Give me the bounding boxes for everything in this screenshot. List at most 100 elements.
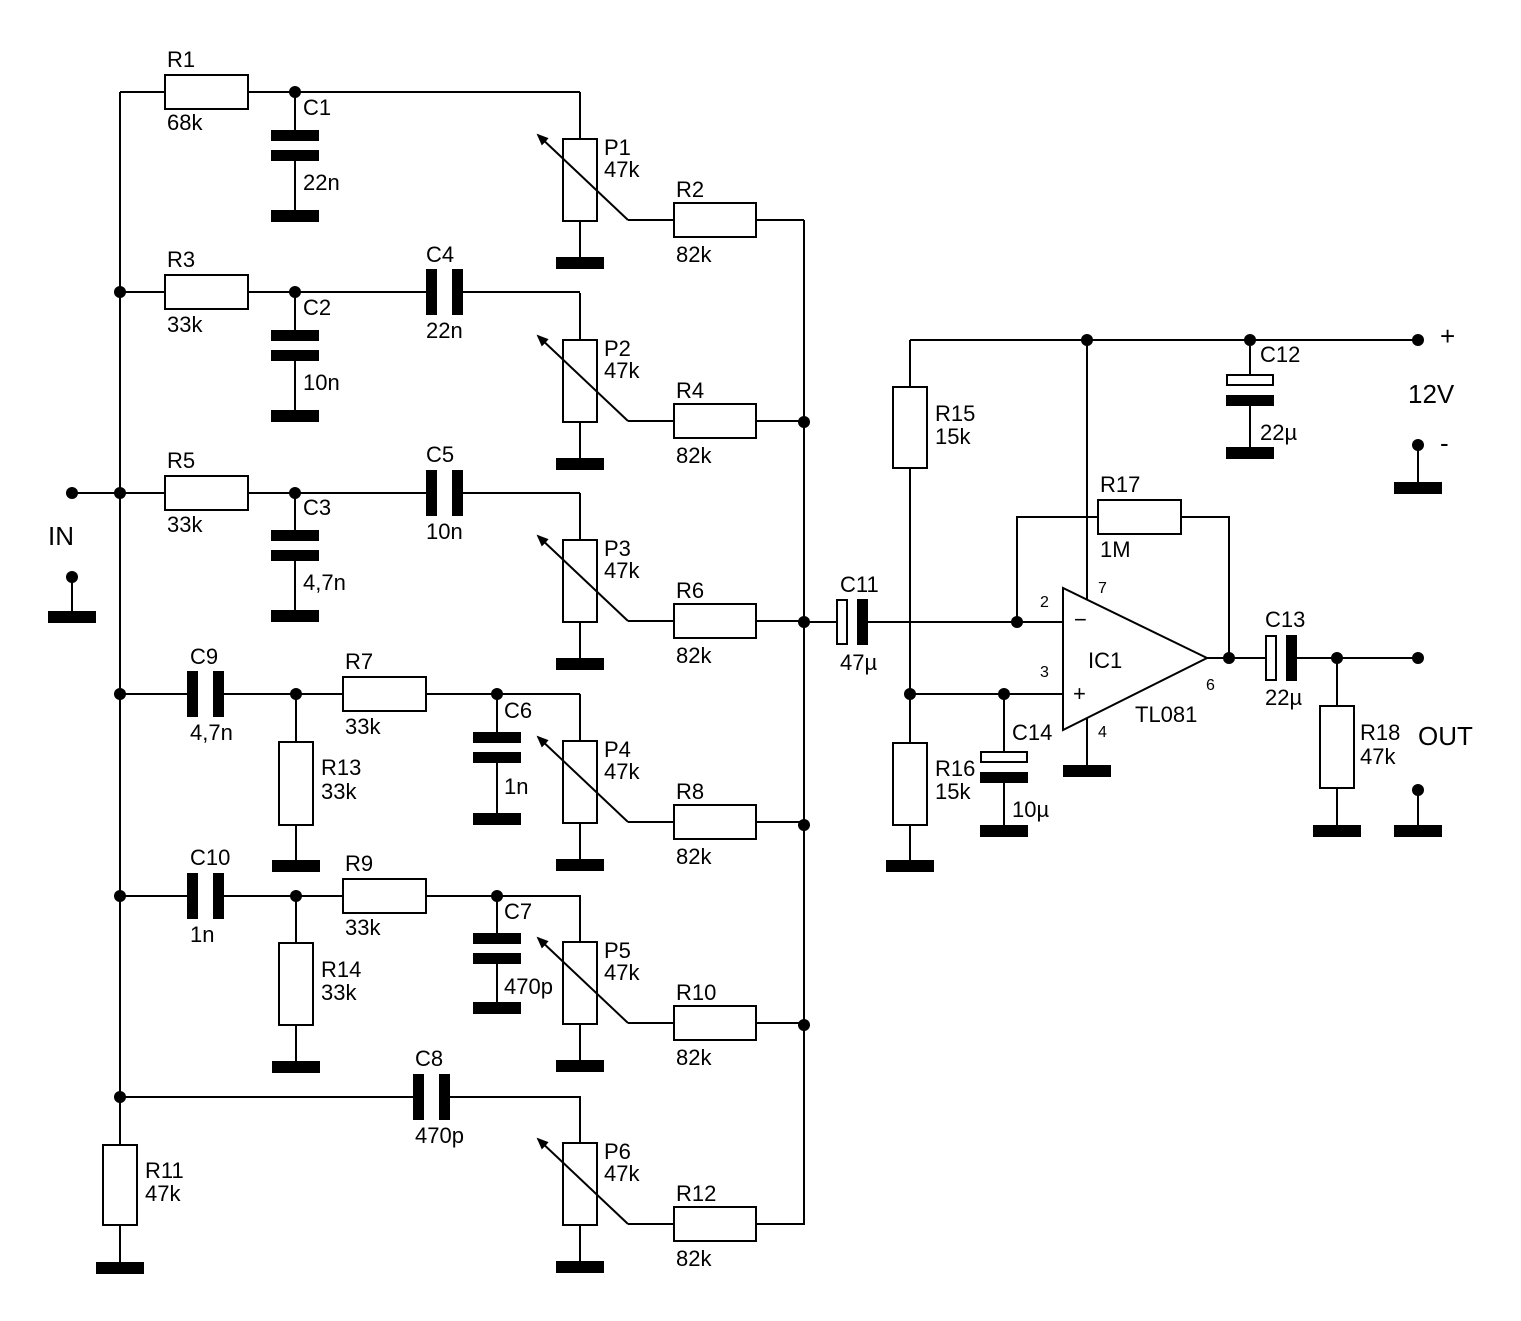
value-label-r12: 82k	[676, 1246, 712, 1271]
resistor-r14	[278, 942, 314, 1026]
resistor-r18	[1319, 705, 1355, 789]
terminal-dot	[66, 487, 78, 499]
capacitor-c12-plus-plate	[1226, 374, 1274, 386]
non-inverting-sign: +	[1073, 681, 1086, 706]
supply-minus-label: -	[1440, 428, 1449, 458]
ground-symbol	[271, 210, 319, 222]
potentiometer-p4	[562, 740, 598, 824]
resistor-r10	[673, 1005, 757, 1041]
ground-symbol	[271, 610, 319, 622]
ref-label-c7: C7	[504, 899, 532, 924]
ref-label-r11: R11	[145, 1158, 184, 1183]
ground-symbols	[48, 210, 1442, 1274]
capacitor-c2-plate-b	[271, 350, 319, 361]
capacitor-c13-plus-plate	[1265, 635, 1277, 681]
capacitor-c5-plate-b	[452, 470, 463, 516]
pin-3-label: 3	[1040, 664, 1049, 681]
value-label-r6: 82k	[676, 643, 712, 668]
ref-label-c1: C1	[303, 95, 331, 120]
wiper-arrow-icon	[536, 334, 629, 422]
ground-symbol	[1063, 765, 1111, 777]
capacitor-c1-plate-b	[271, 150, 319, 161]
capacitor-c9-plate-a	[187, 671, 198, 717]
resistor-r2	[673, 202, 757, 238]
inverting-sign: −	[1074, 607, 1087, 632]
potentiometer-p5	[562, 941, 598, 1025]
terminal-dot	[1412, 334, 1424, 346]
ref-label-p2: P2	[604, 336, 631, 361]
value-label-r17: 1M	[1100, 537, 1131, 562]
resistor-r3	[164, 274, 249, 310]
ref-label-r5: R5	[167, 448, 195, 473]
value-label-r5: 33k	[167, 512, 203, 537]
supply-voltage-label: 12V	[1408, 379, 1455, 409]
capacitor-c8-plate-a	[413, 1074, 424, 1120]
junction-dot	[114, 890, 126, 902]
resistor-r8	[673, 804, 757, 840]
ground-symbol	[473, 1002, 521, 1014]
ref-label-c9: C9	[190, 644, 218, 669]
ref-label-r4: R4	[676, 378, 704, 403]
value-label-r14: 33k	[321, 980, 357, 1005]
junction-dots	[66, 86, 1424, 1103]
pin-2-label: 2	[1040, 594, 1049, 611]
ground-symbol	[48, 611, 96, 623]
ground-symbol	[556, 859, 604, 871]
value-label-p6: 47k	[604, 1161, 640, 1186]
value-label-p1: 47k	[604, 157, 640, 182]
ref-label-c11: C11	[840, 572, 879, 597]
pin-4-label: 4	[1098, 724, 1107, 741]
capacitor-c4-plate-a	[426, 269, 437, 315]
value-label-c2: 10n	[303, 370, 340, 395]
ref-label-c8: C8	[415, 1046, 443, 1071]
ground-symbol	[556, 658, 604, 670]
ground-symbol	[1394, 825, 1442, 837]
capacitor-c7-plate-b	[473, 953, 521, 964]
resistor-r16	[892, 742, 928, 826]
ref-label-r3: R3	[167, 247, 195, 272]
ref-label-r8: R8	[676, 779, 704, 804]
value-label-r3: 33k	[167, 312, 203, 337]
value-label-p3: 47k	[604, 558, 640, 583]
ref-label-c12: C12	[1260, 342, 1300, 367]
junction-dot	[114, 1091, 126, 1103]
ref-label-r18: R18	[1360, 720, 1400, 745]
capacitor-c3-plate-a	[271, 530, 319, 541]
capacitor-c10-plate-b	[213, 873, 224, 919]
resistor-r1	[164, 74, 249, 110]
resistor-r17	[1097, 499, 1182, 535]
junction-dot	[1223, 652, 1235, 664]
ground-symbol	[556, 1060, 604, 1072]
ground-symbol	[980, 825, 1028, 837]
ground-symbol	[1394, 482, 1442, 494]
input-label: IN	[48, 521, 74, 551]
ref-label-c4: C4	[426, 242, 454, 267]
value-label-c1: 22n	[303, 170, 340, 195]
resistor-r9	[342, 878, 427, 914]
wires	[71, 91, 1419, 1262]
ref-label-r17: R17	[1100, 472, 1140, 497]
value-label-r15: 15k	[935, 424, 971, 449]
value-label-c7: 470p	[504, 974, 553, 999]
capacitor-c4-plate-b	[452, 269, 463, 315]
supply-plus-label: +	[1440, 321, 1455, 351]
junction-dot	[1011, 616, 1023, 628]
value-label-r8: 82k	[676, 844, 712, 869]
wiper-arrow-icon	[536, 534, 629, 622]
ref-label-r14: R14	[321, 957, 361, 982]
resistor-r15	[892, 386, 928, 469]
resistor-r5	[164, 475, 249, 511]
value-label-r13: 33k	[321, 779, 357, 804]
potentiometer-p3	[562, 539, 598, 623]
ground-symbol	[556, 1261, 604, 1273]
ref-label-p6: P6	[604, 1139, 631, 1164]
junction-dot	[114, 487, 126, 499]
junction-dot	[1081, 334, 1093, 346]
junction-dot	[289, 487, 301, 499]
wiper-arrow-icon	[536, 735, 629, 823]
ref-label-r7: R7	[345, 649, 373, 674]
ref-label-c5: C5	[426, 442, 454, 467]
op-amp-ic1	[1062, 586, 1210, 732]
capacitor-c14-plus-plate	[980, 751, 1028, 763]
ref-label-r2: R2	[676, 177, 704, 202]
